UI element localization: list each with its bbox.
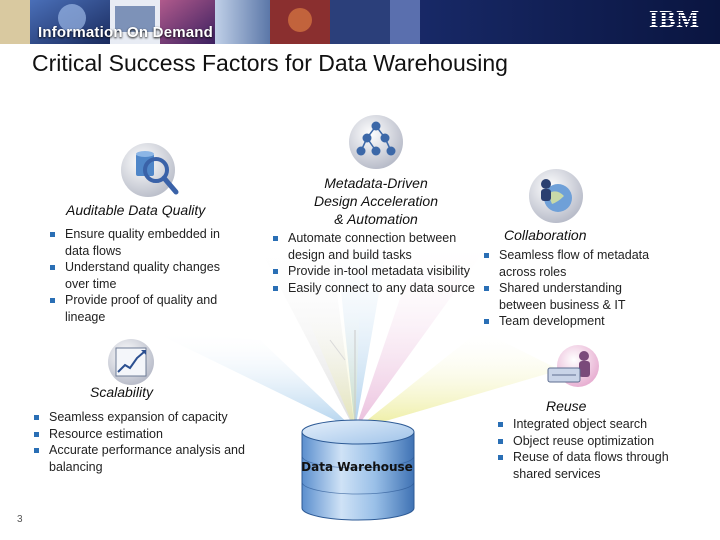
auditable-data-quality-list: Ensure quality embedded in data flows Un… <box>47 226 247 325</box>
list-item: Resource estimation <box>31 426 261 443</box>
reuse-title: Reuse <box>546 398 587 414</box>
list-item: Reuse of data flows through shared servi… <box>495 449 685 482</box>
metadata-title-line-2: Design Acceleration <box>314 193 438 209</box>
list-item: Shared understanding between business & … <box>481 280 651 313</box>
growth-chart-icon <box>108 339 154 385</box>
list-item: Integrated object search <box>495 416 685 433</box>
list-item: Provide in-tool metadata visibility <box>270 263 482 280</box>
list-item: Ensure quality embedded in data flows <box>47 226 247 259</box>
page-title: Critical Success Factors for Data Wareho… <box>32 50 508 76</box>
metadata-title-line-1: Metadata-Driven <box>324 175 428 191</box>
fan-ray-upper-right <box>355 240 485 430</box>
network-nodes-icon <box>349 115 403 169</box>
banner-title: Information On Demand <box>38 24 214 41</box>
list-item: Seamless flow of metadata across roles <box>481 247 651 280</box>
banner-photo-strip <box>0 0 420 44</box>
people-globe-icon <box>529 169 583 223</box>
metadata-driven-title: Metadata-Driven Design Acceleration & Au… <box>290 174 462 228</box>
list-item: Easily connect to any data source <box>270 280 482 297</box>
data-warehouse-cylinder <box>301 419 415 521</box>
collaboration-title: Collaboration <box>504 227 587 243</box>
metadata-title-line-3: & Automation <box>334 211 418 227</box>
list-item: Team development <box>481 313 651 330</box>
list-item: Provide proof of quality and lineage <box>47 292 247 325</box>
fan-ray-center-yellow <box>300 300 360 430</box>
page-number: 3 <box>17 514 23 525</box>
fan-ray-center <box>335 230 390 430</box>
data-warehouse-label: Data Warehouse <box>301 460 413 474</box>
fan-ray-upper-left <box>255 240 355 430</box>
collaboration-list: Seamless flow of metadata across roles S… <box>481 247 651 330</box>
header-banner: Information On Demand IBM <box>0 0 720 44</box>
scalability-list: Seamless expansion of capacity Resource … <box>31 409 261 475</box>
magnifier-database-icon <box>121 143 179 197</box>
scalability-title: Scalability <box>90 384 154 400</box>
auditable-data-quality-title: Auditable Data Quality <box>66 202 206 218</box>
ibm-logo: IBM <box>649 7 700 33</box>
person-server-icon <box>547 345 599 387</box>
list-item: Understand quality changes over time <box>47 259 247 292</box>
fan-ray-left <box>150 330 355 430</box>
fan-ray-right <box>355 330 560 430</box>
reuse-list: Integrated object search Object reuse op… <box>495 416 685 482</box>
list-item: Seamless expansion of capacity <box>31 409 261 426</box>
list-item: Accurate performance analysis and balanc… <box>31 442 261 475</box>
list-item: Automate connection between design and b… <box>270 230 482 263</box>
metadata-driven-list: Automate connection between design and b… <box>270 230 482 296</box>
list-item: Object reuse optimization <box>495 433 685 450</box>
